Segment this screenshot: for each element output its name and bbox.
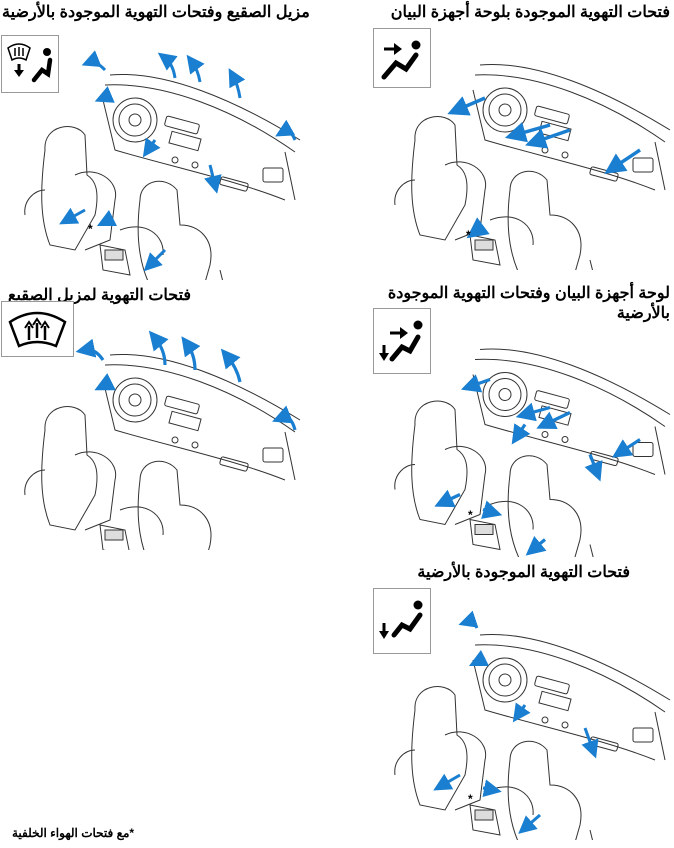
airflow-arrow	[148, 330, 169, 366]
rear-vent-asterisk: *	[468, 792, 473, 806]
airflow-arrow	[142, 137, 161, 158]
airflow-arrow	[584, 453, 603, 482]
airflow-arrow	[59, 207, 86, 225]
airflow-arrow	[512, 702, 531, 723]
rear-vent-asterisk: *	[468, 508, 473, 522]
mode-icon-box	[1, 35, 59, 93]
mode-icon-box	[1, 301, 74, 357]
airflow-arrow	[581, 727, 599, 759]
airflow-arrow	[272, 405, 297, 431]
panel-title-line2: بالأرضية	[616, 305, 670, 322]
defrost-icon	[8, 311, 67, 348]
cabin-airflow-illustration	[24, 330, 301, 550]
floor-vent-icon	[379, 600, 423, 639]
airflow-arrow	[525, 128, 571, 149]
footnote: *مع فتحات الهواء الخلفية	[12, 826, 135, 840]
panel-title: فتحات التهوية الموجودة بالأرضية	[417, 564, 630, 581]
airflow-arrow	[157, 52, 178, 79]
rear-vent-asterisk: *	[88, 222, 93, 236]
airflow-arrow	[81, 50, 107, 72]
rear-vent-asterisk: *	[466, 228, 471, 242]
panel-title-line1: لوحة أجهزة البيان وفتحات التهوية الموجود…	[387, 285, 670, 302]
airflow-arrow	[515, 402, 551, 422]
airflow-arrow	[75, 338, 105, 361]
panel-title: مزيل الصقيع وفتحات التهوية الموجودة بالأ…	[2, 4, 310, 21]
bi-level-icon	[379, 320, 423, 362]
airflow-arrow	[275, 119, 297, 141]
airflow-arrow	[536, 411, 571, 430]
cabin-airflow-illustration	[394, 348, 671, 557]
airflow-arrow	[186, 54, 205, 83]
airflow-arrow	[604, 148, 641, 174]
airflow-arrow	[143, 248, 167, 272]
airflow-arrow	[94, 86, 115, 103]
mode-icon-box	[373, 28, 431, 88]
defrost-floor-icon	[7, 43, 53, 83]
airflow-arrow	[204, 164, 222, 194]
airflow-arrow	[481, 500, 503, 519]
airflow-arrow	[433, 773, 461, 791]
airflow-arrow	[458, 610, 479, 629]
airflow-arrow	[525, 535, 547, 556]
face-vent-icon	[381, 40, 421, 80]
airflow-arrow	[96, 209, 118, 227]
airflow-arrow	[434, 489, 461, 508]
cabin-airflow-illustration	[24, 50, 301, 280]
airflow-arrow	[482, 779, 502, 798]
cabin-airflow-illustration	[394, 63, 671, 270]
airflow-arrow	[181, 336, 201, 371]
airflow-arrow	[466, 217, 490, 239]
panel-title: فتحات التهوية لمزيل الصقيع	[8, 287, 192, 304]
airflow-arrow	[220, 348, 242, 383]
mode-icon-box	[373, 588, 431, 654]
airflow-arrow	[468, 649, 490, 667]
airflow-arrow	[460, 374, 491, 393]
airflow-arrow	[94, 373, 116, 391]
airflow-arrow	[228, 68, 246, 99]
airflow-arrow	[447, 96, 486, 116]
mode-icon-box	[373, 308, 431, 374]
airflow-arrow	[511, 423, 531, 445]
airflow-arrow	[518, 813, 541, 834]
airflow-arrow	[611, 438, 641, 458]
cabin-airflow-illustration	[394, 610, 671, 840]
panel-title: فتحات التهوية الموجودة بلوحة أجهزة البيا…	[390, 4, 670, 21]
